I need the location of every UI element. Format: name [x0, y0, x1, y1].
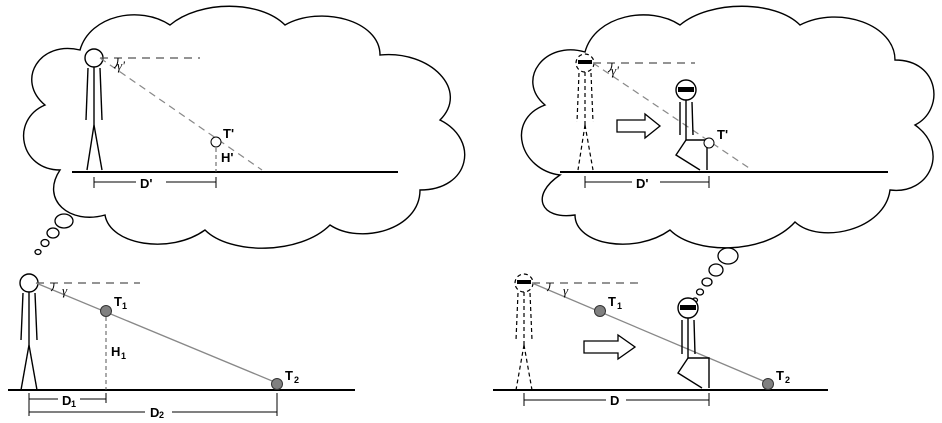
right-panel: γ' T' D'	[493, 5, 935, 408]
real-figure-standing	[19, 273, 39, 391]
thought-cloud-left	[22, 5, 466, 249]
real-crouching-figure	[677, 297, 710, 389]
real-angle-arc-right	[546, 282, 551, 292]
thought-angle-arc-right	[607, 62, 613, 73]
thought-figure-standing	[84, 48, 104, 171]
real-target-1-sub-right: 1	[617, 301, 622, 311]
thought-angle-arc	[113, 57, 119, 69]
real-distance-1-label: D	[62, 393, 71, 408]
real-target-1-label: T	[114, 294, 122, 309]
real-target-1-right	[594, 305, 606, 317]
real-distance-1-sub: 1	[71, 399, 76, 409]
real-target-1	[100, 305, 112, 317]
real-distance-label-right: D	[610, 393, 619, 408]
real-sightline-right	[531, 282, 769, 384]
thought-gamma-label: γ'	[117, 58, 125, 73]
real-distance-dims	[28, 393, 278, 416]
thought-bubbles-right	[691, 247, 739, 303]
thought-distance-dim-right	[584, 176, 710, 188]
real-gamma-label-right: γ	[563, 283, 569, 298]
real-angle-arc	[50, 282, 55, 292]
thought-crouch-eye-bar	[678, 87, 694, 92]
real-height-sub: 1	[121, 351, 126, 361]
thought-gamma-label-right: γ'	[611, 63, 619, 78]
thought-target-right	[703, 137, 715, 149]
real-move-arrow	[583, 333, 637, 361]
left-panel: γ' T' H' D' γ T 1	[8, 5, 466, 420]
real-ghost-eye-bar	[517, 280, 531, 284]
thought-distance-label: D'	[140, 176, 152, 191]
real-target-2-label-right: T	[776, 368, 784, 383]
real-distance-2-label: D	[150, 405, 159, 418]
real-height-label: H	[111, 344, 120, 359]
thought-distance-dim	[93, 177, 217, 188]
real-target-2-sub: 2	[294, 375, 299, 385]
thought-move-arrow	[616, 112, 662, 140]
real-sightline	[35, 282, 278, 384]
real-target-2-label: T	[285, 368, 293, 383]
thought-ghost-eye-bar	[578, 60, 592, 64]
thought-cloud-right	[520, 5, 935, 249]
thought-target-label-right: T'	[717, 127, 728, 142]
thought-sightline-dashed	[99, 57, 263, 171]
thought-distance-label-right: D'	[636, 176, 648, 191]
real-crouch-eye-bar	[680, 305, 696, 310]
thought-target-label: T'	[223, 126, 234, 141]
thought-target	[210, 136, 222, 148]
real-target-1-label-right: T	[608, 294, 616, 309]
real-distance-2-sub: 2	[159, 410, 164, 418]
real-target-2-sub-right: 2	[785, 375, 790, 385]
real-target-1-sub: 1	[122, 301, 127, 311]
real-target-2-right	[762, 378, 774, 390]
thought-bubbles-left	[34, 213, 74, 256]
thought-height-label: H'	[221, 150, 233, 165]
real-ghost-figure	[514, 273, 534, 391]
real-distance-dim-right	[523, 393, 710, 406]
real-gamma-label: γ	[62, 283, 68, 298]
thought-sightline-dashed-right	[592, 62, 753, 171]
real-target-2	[271, 378, 283, 390]
